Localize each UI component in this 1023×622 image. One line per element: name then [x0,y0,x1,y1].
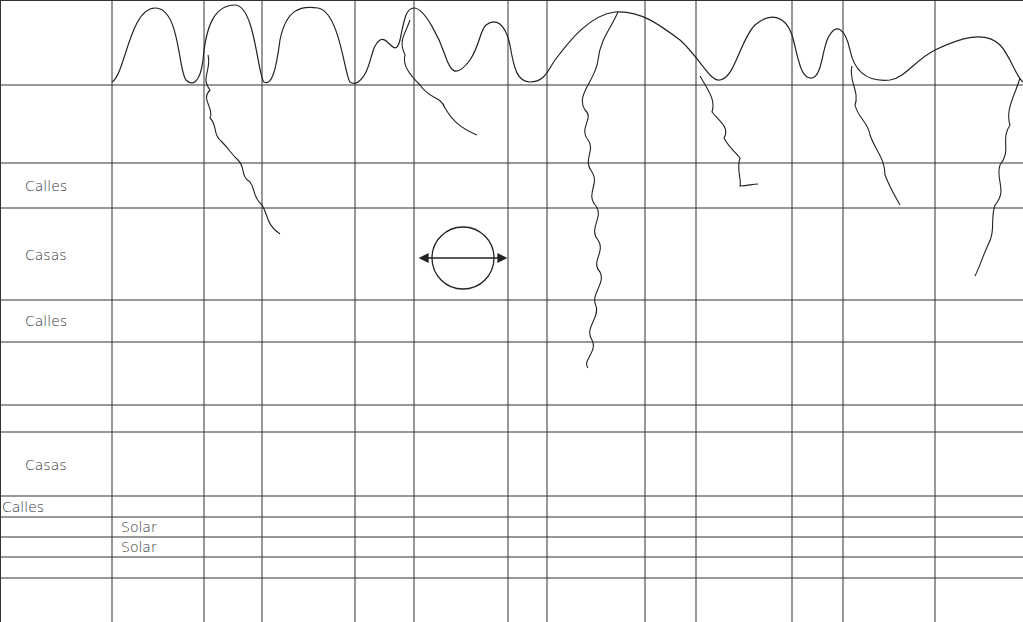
compass-symbol [420,227,506,289]
houses-label: Casas [24,248,68,262]
lot-label: Solar [120,520,158,534]
hills-outline [112,5,1023,83]
lot-label: Solar [120,540,158,554]
street-label: Calles [24,314,68,328]
street-label: Calles [1,500,45,514]
street-label: Calles [24,179,68,193]
houses-label: Casas [24,458,68,472]
stream-lines [206,12,1020,368]
